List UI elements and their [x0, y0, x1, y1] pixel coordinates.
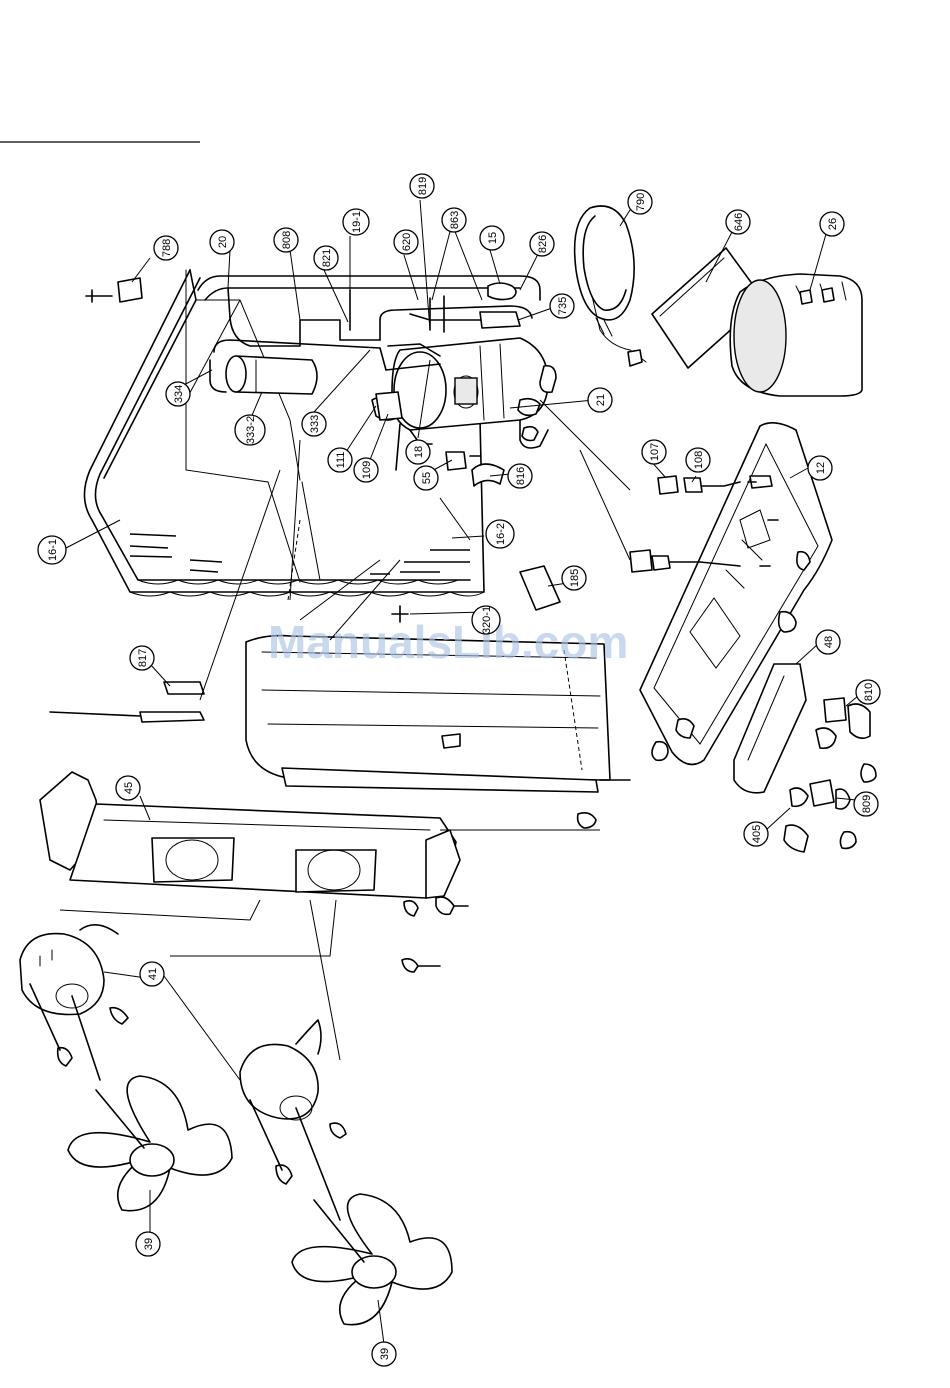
fan-motor-2 — [240, 1020, 346, 1220]
svg-text:817: 817 — [137, 649, 149, 667]
callout-809: 809 — [854, 792, 878, 816]
svg-text:55: 55 — [421, 472, 433, 484]
fan-panel — [40, 772, 468, 972]
callout-405: 405 — [744, 822, 768, 846]
svg-text:26: 26 — [827, 218, 839, 230]
svg-text:39: 39 — [143, 1238, 155, 1250]
svg-text:21: 21 — [595, 394, 607, 406]
callout-20: 20 — [210, 230, 234, 254]
svg-text:333: 333 — [309, 415, 321, 433]
callout-12: 12 — [808, 456, 832, 480]
callout-39-lower: 39 — [372, 1342, 396, 1366]
svg-text:816: 816 — [515, 467, 527, 485]
svg-text:111: 111 — [335, 452, 347, 469]
callout-646: 646 — [726, 210, 750, 234]
callout-26: 26 — [820, 212, 844, 236]
callout-185: 185 — [562, 566, 586, 590]
svg-text:735: 735 — [557, 297, 569, 315]
thermistor-788 — [86, 278, 142, 302]
svg-text:620: 620 — [401, 233, 413, 251]
watermark: ManualsLib.com — [268, 616, 628, 668]
svg-text:334: 334 — [173, 385, 185, 403]
svg-text:185: 185 — [569, 569, 581, 587]
callout-41: 41 — [140, 962, 164, 986]
compressor-cover — [730, 274, 862, 396]
callout-45: 45 — [116, 776, 140, 800]
svg-text:826: 826 — [537, 235, 549, 253]
svg-text:788: 788 — [161, 239, 173, 257]
rear-panel — [246, 566, 630, 828]
callout-48: 48 — [816, 630, 840, 654]
callout-19-1: 19-1 — [343, 209, 369, 235]
svg-text:809: 809 — [861, 795, 873, 813]
svg-text:405: 405 — [751, 825, 763, 843]
callout-788: 788 — [154, 236, 178, 260]
callout-863: 863 — [442, 208, 466, 232]
callout-21: 21 — [588, 388, 612, 412]
svg-text:821: 821 — [321, 249, 333, 267]
fan-motor-1 — [20, 925, 128, 1080]
svg-text:20: 20 — [217, 236, 229, 248]
callout-816: 816 — [508, 464, 532, 488]
svg-text:107: 107 — [649, 443, 661, 461]
callout-810: 810 — [856, 680, 880, 704]
callout-826: 826 — [530, 232, 554, 256]
svg-text:15: 15 — [487, 232, 499, 244]
callout-16-1: 16-1 — [38, 536, 66, 564]
svg-text:863: 863 — [449, 211, 461, 229]
svg-text:819: 819 — [417, 177, 429, 195]
svg-text:19-1: 19-1 — [351, 211, 363, 233]
svg-text:109: 109 — [361, 461, 373, 479]
callout-808: 808 — [274, 228, 298, 252]
svg-text:16-2: 16-2 — [495, 523, 507, 545]
callout-111: 111 — [328, 448, 352, 472]
callout-333-2: 333-2 — [235, 415, 265, 445]
callout-109: 109 — [354, 458, 378, 482]
callout-55: 55 — [414, 466, 438, 490]
callout-817: 817 — [130, 646, 154, 670]
callout-18: 18 — [406, 440, 430, 464]
callout-15: 15 — [480, 226, 504, 250]
base-pan — [640, 423, 832, 765]
thermistor-817 — [50, 682, 204, 722]
callout-108: 108 — [686, 448, 710, 472]
svg-text:646: 646 — [733, 213, 745, 231]
terminal-cover-assembly — [575, 206, 646, 366]
callout-620: 620 — [394, 230, 418, 254]
svg-text:808: 808 — [281, 231, 293, 249]
svg-text:108: 108 — [693, 451, 705, 469]
condenser-coil — [84, 270, 484, 600]
callout-790: 790 — [628, 190, 652, 214]
callout-735: 735 — [550, 294, 574, 318]
svg-text:39: 39 — [379, 1348, 391, 1360]
callout-819: 819 — [410, 174, 434, 198]
svg-text:790: 790 — [635, 193, 647, 211]
svg-text:16-1: 16-1 — [47, 539, 59, 561]
callout-821: 821 — [314, 246, 338, 270]
callout-320-1: 320-1 — [472, 606, 500, 634]
callout-39-upper: 39 — [136, 1232, 160, 1256]
svg-text:18: 18 — [413, 446, 425, 458]
svg-text:320-1: 320-1 — [481, 606, 493, 634]
callout-16-2: 16-2 — [486, 520, 514, 548]
callout-334: 334 — [166, 382, 190, 406]
fan-blade-2 — [292, 1194, 452, 1325]
svg-text:333-2: 333-2 — [245, 416, 257, 444]
svg-text:45: 45 — [123, 782, 135, 794]
callout-107: 107 — [642, 440, 666, 464]
svg-text:810: 810 — [863, 683, 875, 701]
svg-text:48: 48 — [823, 636, 835, 648]
callout-333: 333 — [302, 412, 326, 436]
svg-text:12: 12 — [815, 462, 827, 474]
svg-text:41: 41 — [147, 968, 159, 980]
